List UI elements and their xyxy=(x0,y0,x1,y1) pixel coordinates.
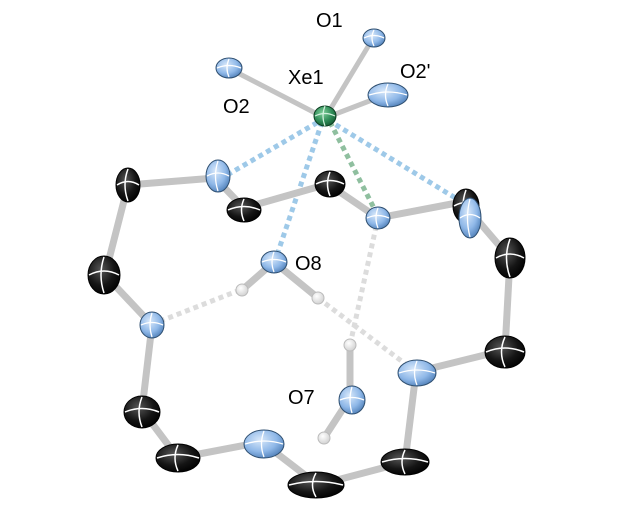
oxygen-atom-o1 xyxy=(362,28,386,48)
label-o8: O8 xyxy=(295,253,322,275)
oxygen-atoms xyxy=(139,28,482,459)
covalent-bonds xyxy=(101,174,514,489)
carbon-atom xyxy=(123,395,161,429)
oxygen-atom xyxy=(205,159,231,193)
label-o2p: O2' xyxy=(400,61,431,83)
oxygen-atom-o8 xyxy=(260,250,288,274)
label-o7: O7 xyxy=(288,387,315,409)
label-o1: O1 xyxy=(316,10,343,32)
bond xyxy=(401,368,420,466)
oxygen-atom xyxy=(458,197,482,239)
bond xyxy=(374,198,466,222)
xe-o-contacts xyxy=(220,115,464,259)
hydrogen-atom xyxy=(317,431,331,445)
bond xyxy=(124,174,219,189)
carbon-atom xyxy=(287,471,345,499)
carbon-atom xyxy=(484,335,526,369)
label-o2: O2 xyxy=(223,96,250,118)
carbon-atom xyxy=(115,167,141,203)
carbon-atom xyxy=(155,443,201,473)
atom-labels: O1 Xe1 O2 O2' O8 O7 xyxy=(223,10,431,409)
oxygen-atom xyxy=(139,311,165,339)
hydrogen-atom xyxy=(235,283,249,297)
oxygen-atom xyxy=(397,359,437,387)
hydrogen-atom xyxy=(311,291,325,305)
contact-xe1-o-right xyxy=(326,117,464,205)
hbond-h8a-o xyxy=(157,287,241,325)
carbon-atom xyxy=(380,448,430,476)
hbond-h7-o xyxy=(347,217,381,346)
hydrogen-atoms xyxy=(235,283,357,445)
hydrogen-atom xyxy=(343,338,357,352)
oxygen-atom-o2p xyxy=(367,82,409,108)
carbon-atom xyxy=(314,170,346,198)
bond-xe1-o2 xyxy=(229,67,328,121)
contact-xe1-o8 xyxy=(273,121,325,259)
bond-xe1-o1 xyxy=(322,37,375,121)
contact-xe1-o-left xyxy=(220,115,327,181)
carbon-atom xyxy=(226,197,262,223)
label-xe1: Xe1 xyxy=(288,67,324,89)
oxygen-atom-o2 xyxy=(215,57,243,79)
carbon-atom xyxy=(494,237,526,279)
carbon-atom xyxy=(87,255,121,295)
hydrogen-bonds xyxy=(157,217,418,374)
oxygen-atom-o7 xyxy=(338,385,366,415)
oxygen-atom xyxy=(365,206,391,230)
oxygen-atom xyxy=(243,429,285,459)
xenon-atom-xe1 xyxy=(313,105,337,127)
hbond-h8b-o xyxy=(316,296,418,374)
